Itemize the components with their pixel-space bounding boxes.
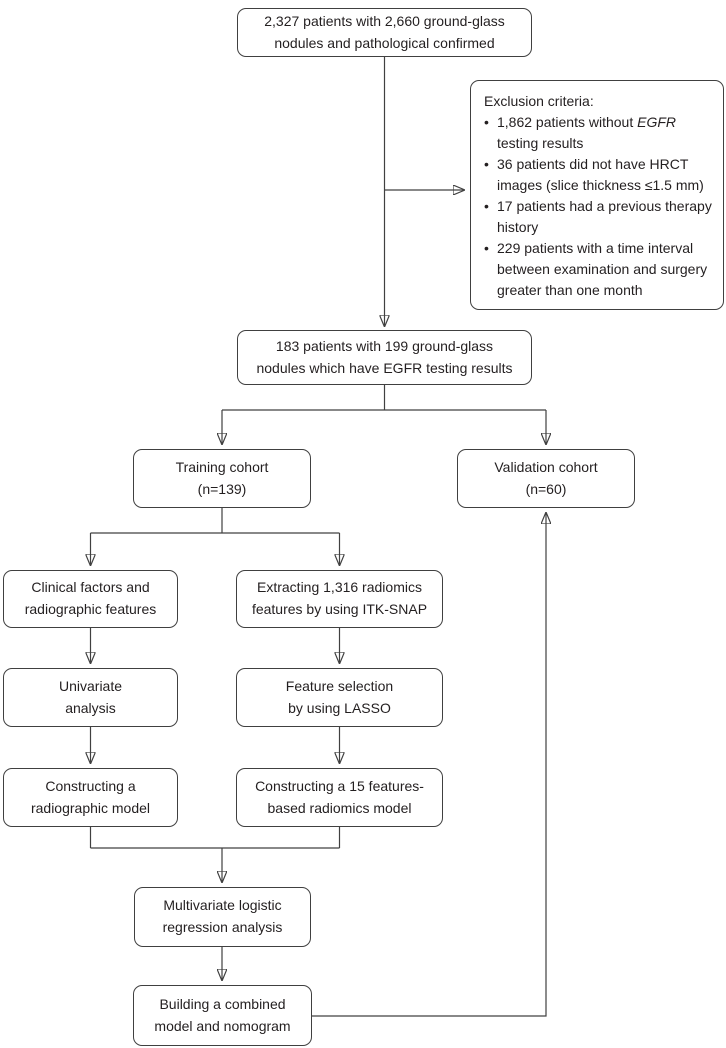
box-clinical-factors-label: Clinical factors and radiographic featur…: [24, 579, 157, 617]
exclusion-item-egfr-italic: EGFR: [637, 114, 676, 130]
box-multivariate-regression: Multivariate logistic regression analysi…: [134, 887, 311, 947]
exclusion-heading: Exclusion criteria:: [484, 93, 594, 109]
box-validation-cohort: Validation cohort (n=60): [457, 449, 635, 508]
box-combined-model: Building a combined model and nomogram: [133, 985, 312, 1046]
box-included-cohort: 183 patients with 199 ground-glass nodul…: [237, 330, 532, 385]
box-univariate-analysis-label: Univariate analysis: [58, 677, 123, 716]
box-extracting-radiomics: Extracting 1,316 radiomics features by u…: [236, 570, 443, 628]
exclusion-item-therapy: 17 patients had a previous therapy histo…: [484, 196, 715, 238]
box-extracting-radiomics-label: Extracting 1,316 radiomics features by u…: [251, 579, 428, 617]
box-initial-cohort: 2,327 patients with 2,660 ground-glass n…: [237, 8, 532, 57]
box-initial-cohort-label: 2,327 patients with 2,660 ground-glass n…: [264, 12, 505, 51]
box-multivariate-regression-label: Multivariate logistic regression analysi…: [162, 897, 283, 935]
box-radiographic-model-label: Constructing a radiographic model: [30, 777, 151, 816]
box-radiomics-model: Constructing a 15 features- based radiom…: [236, 768, 443, 827]
box-training-cohort-label: Training cohort (n=139): [175, 458, 269, 497]
box-included-cohort-label: 183 patients with 199 ground-glass nodul…: [256, 337, 513, 376]
connector-building-to-validation: [312, 513, 546, 1017]
exclusion-item-egfr: 1,862 patients without EGFR testing resu…: [484, 112, 715, 154]
box-radiomics-model-label: Constructing a 15 features- based radiom…: [255, 777, 424, 816]
box-clinical-factors: Clinical factors and radiographic featur…: [3, 570, 178, 628]
exclusion-list: 1,862 patients without EGFR testing resu…: [484, 112, 715, 301]
box-feature-selection-label: Feature selection by using LASSO: [285, 677, 394, 716]
exclusion-item-interval: 229 patients with a time interval betwee…: [484, 238, 715, 301]
box-validation-cohort-label: Validation cohort (n=60): [494, 458, 598, 497]
box-exclusion-criteria: Exclusion criteria: 1,862 patients witho…: [470, 80, 724, 310]
connector-merge-models: [89, 827, 341, 849]
connector-split-cohorts: [222, 385, 546, 411]
box-training-cohort: Training cohort (n=139): [133, 449, 311, 508]
box-radiographic-model: Constructing a radiographic model: [3, 768, 178, 827]
box-combined-model-label: Building a combined model and nomogram: [154, 995, 291, 1034]
box-univariate-analysis: Univariate analysis: [3, 668, 178, 727]
connector-split-training: [90, 508, 340, 534]
exclusion-item-hrct: 36 patients did not have HRCT images (sl…: [484, 154, 715, 196]
box-feature-selection: Feature selection by using LASSO: [236, 668, 443, 727]
